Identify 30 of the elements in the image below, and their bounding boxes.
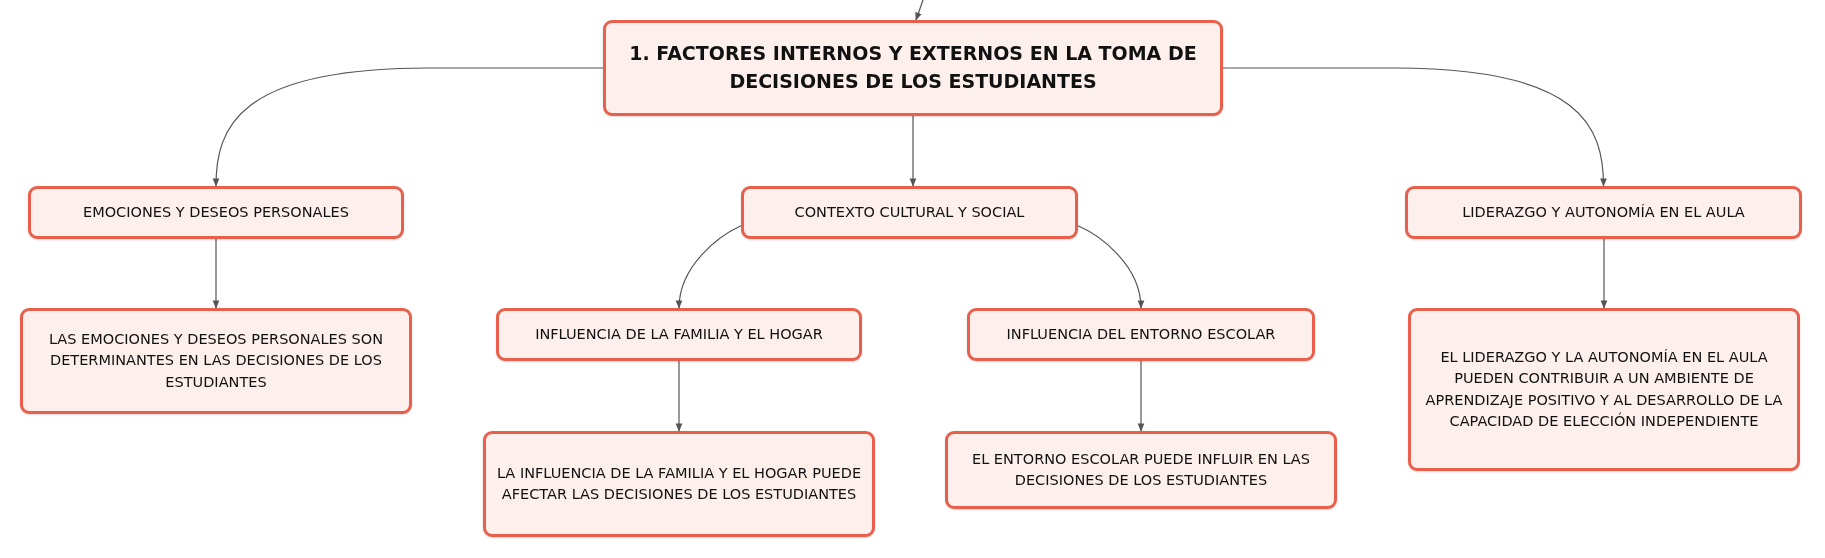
connector-arrow: [676, 225, 742, 309]
subtopic-box: [496, 308, 862, 361]
subtopic-box: [945, 431, 1337, 509]
node-text: LA INFLUENCIA DE LA FAMILIA Y EL HOGAR PUEDE AFECTAR LAS DECISIONES DE LOS ESTUDIANTES: [495, 464, 863, 504]
subtopic-box: [967, 308, 1315, 361]
node-text: EL LIDERAZGO Y LA AUTONOMÍA EN EL AULA PUEDEN CONTRIBUIR A UN AMBIENTE DE APRENDIZAJE POSITIVO Y AL DESARROLLO DE LA CAPACIDAD DE ELECCIÓN INDEPENDIENTE: [1424, 348, 1784, 431]
subtopic-box: [20, 308, 412, 414]
connector-arrow: [909, 115, 917, 187]
connector-arrow: [1222, 67, 1607, 187]
connector-arrow: [915, 0, 924, 21]
connector-arrow: [1600, 238, 1608, 309]
subtopic-box: [1408, 308, 1800, 471]
node-text: INFLUENCIA DE LA FAMILIA Y EL HOGAR: [535, 325, 823, 344]
subtopic-box: [483, 431, 875, 537]
node-text: LAS EMOCIONES Y DESEOS PERSONALES SON DETERMINANTES EN LAS DECISIONES DE LOS ESTUDIANTES: [47, 330, 385, 392]
connector-arrow: [212, 67, 604, 187]
node-text: LIDERAZGO Y AUTONOMÍA EN EL AULA: [1462, 203, 1745, 222]
node-text: EL ENTORNO ESCOLAR PUEDE INFLUIR EN LAS DECISIONES DE LOS ESTUDIANTES: [971, 450, 1311, 490]
node-text: EMOCIONES Y DESEOS PERSONALES: [83, 203, 349, 222]
subtopic-box: [28, 186, 404, 239]
node-text: INFLUENCIA DEL ENTORNO ESCOLAR: [1006, 325, 1276, 344]
connector-arrow: [1137, 360, 1145, 432]
connector-arrow: [675, 360, 683, 432]
node-text: CONTEXTO CULTURAL Y SOCIAL: [794, 203, 1025, 222]
connector-arrow: [1077, 225, 1144, 309]
node-text: 1. FACTORES INTERNOS Y EXTERNOS EN LA TOMA DE DECISIONES DE LOS ESTUDIANTES: [628, 41, 1198, 94]
subtopic-box: [1405, 186, 1802, 239]
topic-box: [603, 20, 1223, 116]
connector-arrow: [212, 238, 220, 309]
subtopic-box: [741, 186, 1078, 239]
